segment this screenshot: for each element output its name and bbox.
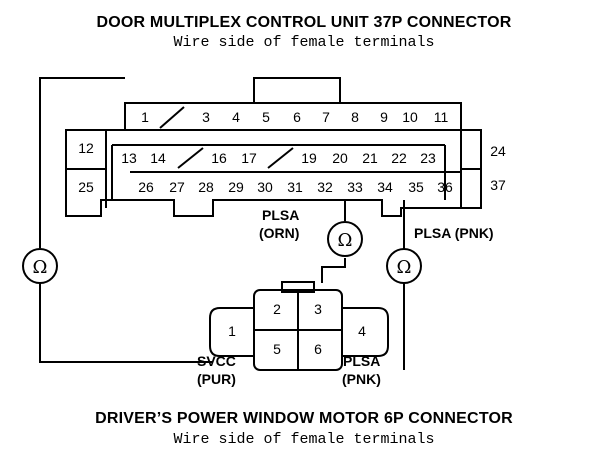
- pin-4: 4: [232, 109, 240, 125]
- pin-26: 26: [138, 179, 154, 195]
- top-connector-title: DOOR MULTIPLEX CONTROL UNIT 37P CONNECTO…: [96, 14, 512, 31]
- label-pnk-bottom: (PNK): [342, 371, 381, 387]
- wire-left: [39, 77, 125, 248]
- ohmmeter-right: [386, 248, 422, 284]
- pin-9: 9: [380, 109, 388, 125]
- pin-29: 29: [228, 179, 244, 195]
- ohm-symbol: Ω: [338, 230, 353, 251]
- pin-1: 1: [141, 109, 149, 125]
- wire-left-lower: [39, 283, 213, 363]
- pin-24: 24: [490, 143, 506, 159]
- bottom-pin-3: 3: [314, 301, 322, 317]
- bottom-pin-1-cavity: [209, 307, 254, 357]
- pin-16: 16: [211, 150, 227, 166]
- pin-13: 13: [121, 150, 137, 166]
- pin-32: 32: [317, 179, 333, 195]
- ohmmeter-left: [22, 248, 58, 284]
- pin-21: 21: [362, 150, 378, 166]
- pin-5: 5: [262, 109, 270, 125]
- bottom-pin-5: 5: [273, 341, 281, 357]
- ohm-symbol: Ω: [397, 257, 412, 278]
- bottom-pin-1: 1: [228, 323, 236, 339]
- pin-20: 20: [332, 150, 348, 166]
- bottom-pin-2: 2: [273, 301, 281, 317]
- pin-25: 25: [78, 179, 94, 195]
- pin-6: 6: [293, 109, 301, 125]
- pin-31: 31: [287, 179, 303, 195]
- bottom-pin-4-cavity: [342, 307, 389, 357]
- pin-36: 36: [437, 179, 453, 195]
- label-plsa: PLSA: [262, 207, 299, 223]
- label-plsa-pnk: PLSA (PNK): [414, 225, 494, 241]
- ohmmeter-center: [327, 221, 363, 257]
- bottom-pin-4: 4: [358, 323, 366, 339]
- pin-10: 10: [402, 109, 418, 125]
- pin-27: 27: [169, 179, 185, 195]
- ohm-symbol: Ω: [33, 257, 48, 278]
- wire-33-lower: [321, 258, 346, 283]
- pin-28: 28: [198, 179, 214, 195]
- pin-23: 23: [420, 150, 436, 166]
- label-svcc: SVCC: [197, 353, 236, 369]
- pin-7: 7: [322, 109, 330, 125]
- label-orn: (ORN): [259, 225, 299, 241]
- pin-22: 22: [391, 150, 407, 166]
- pin-8: 8: [351, 109, 359, 125]
- pin-12: 12: [78, 140, 94, 156]
- pin-34: 34: [377, 179, 393, 195]
- pin-17: 17: [241, 150, 257, 166]
- pin-33: 33: [347, 179, 363, 195]
- pin-14: 14: [150, 150, 166, 166]
- top-connector-body: [65, 102, 482, 217]
- top-connector-subtitle: Wire side of female terminals: [173, 34, 435, 51]
- top-connector-latch: [253, 77, 341, 104]
- bottom-connector-title: DRIVER’S POWER WINDOW MOTOR 6P CONNECTOR: [95, 410, 513, 427]
- pin-35: 35: [408, 179, 424, 195]
- bottom-pin-6: 6: [314, 341, 322, 357]
- pin-19: 19: [301, 150, 317, 166]
- pin-3: 3: [202, 109, 210, 125]
- label-pur: (PUR): [197, 371, 236, 387]
- pin-37: 37: [490, 177, 506, 193]
- bottom-connector-subtitle: Wire side of female terminals: [173, 431, 435, 448]
- pin-30: 30: [257, 179, 273, 195]
- pin-11: 11: [434, 109, 449, 125]
- label-plsa-bottom: PLSA: [343, 353, 380, 369]
